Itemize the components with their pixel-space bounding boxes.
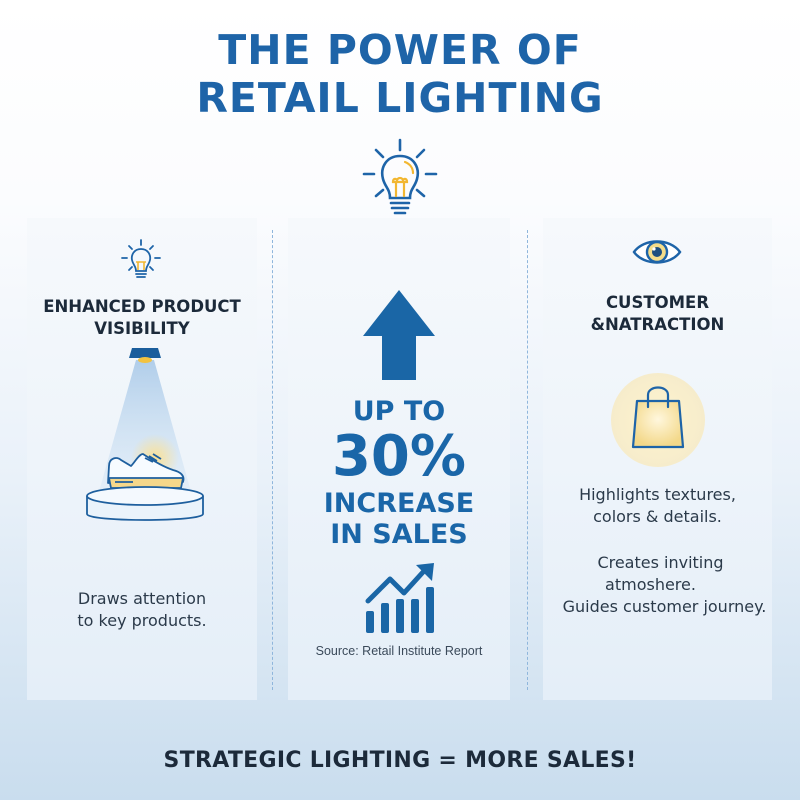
dashed-divider [527, 230, 528, 690]
eye-icon [632, 236, 682, 268]
title-line-2: RETAIL LIGHTING [196, 74, 604, 122]
stat-label: INCREASE IN SALES [323, 488, 475, 550]
panel-product-visibility: ENHANCED PRODUCT VISIBILITY [27, 218, 257, 700]
shopping-bag-icon [610, 372, 706, 468]
lightbulb-icon [118, 238, 164, 284]
source-citation: Source: Retail Institute Report [315, 644, 483, 658]
lightbulb-icon [356, 136, 444, 220]
stat-value: 30% [331, 424, 467, 489]
panel-heading: CUSTOMER &NATRACTION [590, 293, 725, 334]
panel-heading: ENHANCED PRODUCT VISIBILITY [43, 297, 241, 338]
arrow-up-icon [361, 290, 437, 380]
spotlight-shoe-illustration [75, 348, 215, 548]
panel-sales-increase: UP TO 30% INCREASE IN SALES Source: Reta… [288, 218, 510, 700]
dashed-divider [272, 230, 273, 690]
panel-description-1: Highlights textures, colors & details. [579, 485, 736, 526]
panel-customer-attraction: CUSTOMER &NATRACTION Highlights textures… [543, 218, 772, 700]
stat-prefix: UP TO [352, 396, 446, 427]
panel-description-2: Creates inviting atmoshere. Guides custo… [562, 553, 767, 616]
title-line-1: THE POWER OF [218, 26, 582, 74]
panel-description: Draws attention to key products. [77, 589, 207, 630]
footer-tagline: STRATEGIC LIGHTING = MORE SALES! [163, 748, 637, 773]
page-title: THE POWER OF RETAIL LIGHTING [0, 26, 800, 122]
bar-chart-trend-icon [364, 563, 436, 635]
